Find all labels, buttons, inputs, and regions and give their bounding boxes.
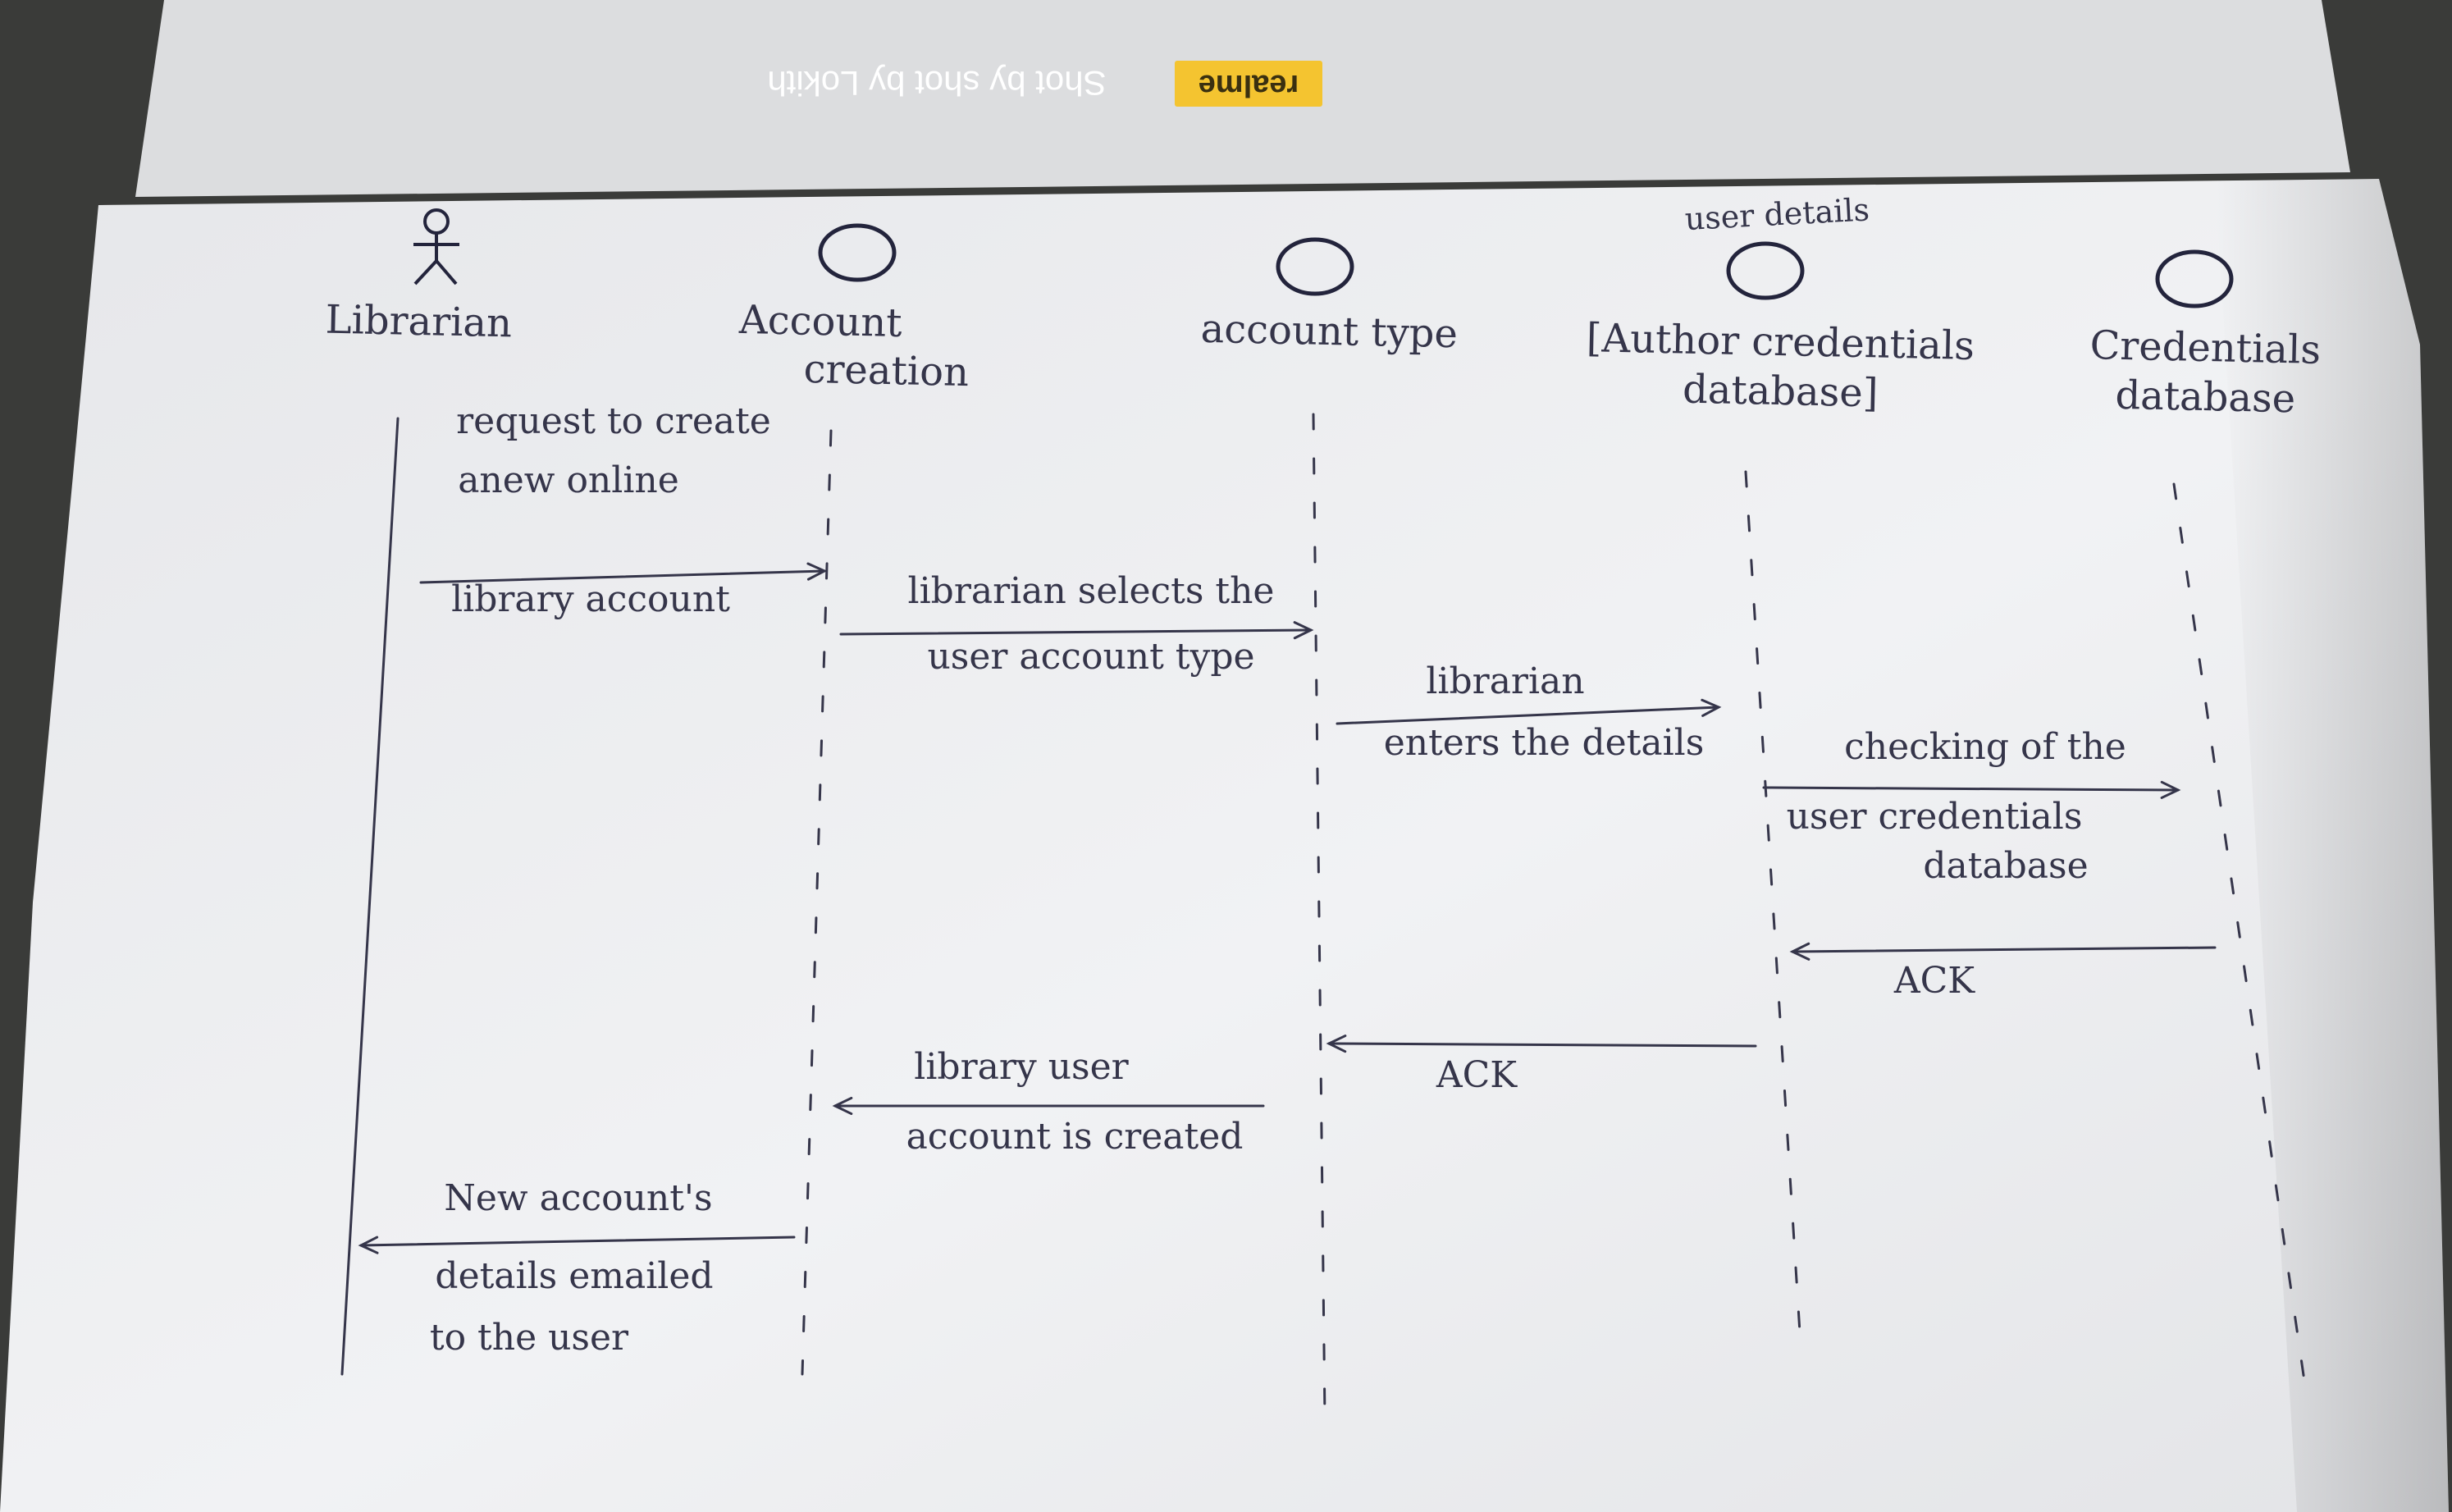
message-label: anew online [458, 459, 679, 501]
messages-layer: request to create anew online library acco… [358, 400, 2217, 1359]
message-label: details emailed [435, 1255, 713, 1297]
watermark-brand: realme [1199, 68, 1299, 103]
object-circle-icon [1276, 237, 1354, 296]
message-arrow-line [1791, 946, 2217, 953]
message-label: library account [451, 578, 730, 620]
message-arrow-line [1336, 706, 1720, 725]
lifeline-label: Account [738, 297, 903, 346]
message-label: librarian [1426, 660, 1584, 702]
message-label: checking of the [1844, 726, 2126, 768]
lifeline-label: creation [803, 346, 969, 395]
message-request-create: request to create anew online library acco… [419, 400, 828, 620]
message-arrow-line [359, 1236, 796, 1247]
lifeline-label: database [2115, 372, 2296, 423]
message-label: library user [914, 1046, 1129, 1088]
message-ack-2: ACK [1326, 1035, 1757, 1096]
message-ack-1: ACK [1789, 942, 2217, 1002]
actor-icon [413, 208, 459, 285]
watermark-caption: Shot by shot by Lokith [767, 64, 1106, 103]
message-label: librarian selects the [908, 570, 1275, 612]
object-circle-icon [818, 223, 897, 282]
lifeline-label: Credentials [2089, 322, 2321, 373]
message-label: ACK [1436, 1054, 1518, 1096]
message-label: to the user [430, 1317, 629, 1359]
message-label: account is created [906, 1116, 1244, 1158]
message-arrow-line [1762, 786, 2180, 792]
lifeline-account-type: account type [1200, 237, 1458, 1421]
message-label: user credentials [1787, 796, 2083, 838]
lifeline-librarian: Librarian [325, 208, 513, 1376]
arrowhead-icon [1293, 621, 1314, 640]
arrowhead-icon [358, 1236, 379, 1254]
arrowhead-icon [1326, 1035, 1347, 1053]
arrowhead-icon [806, 562, 828, 581]
message-label: ACK [1893, 960, 1975, 1002]
arrowhead-icon [1789, 942, 1810, 961]
message-label: user account type [927, 636, 1254, 678]
message-select-type: librarian selects the user account type [839, 570, 1314, 678]
message-label: enters the details [1384, 722, 1705, 764]
message-arrow-line [1327, 1042, 1757, 1048]
message-arrow-line [419, 569, 826, 584]
watermark: realme Shot by shot by Lokith [767, 61, 1322, 107]
message-enter-details: librarian enters the details [1336, 660, 1722, 764]
object-circle-icon [2155, 249, 2234, 308]
lifeline-line [1312, 413, 1326, 1421]
lifeline-label: database] [1683, 367, 1879, 417]
message-label: New account's [444, 1177, 712, 1219]
message-check-credentials: checking of the user credentials database [1762, 726, 2181, 887]
watermark-brand-badge [1175, 61, 1322, 107]
message-label: database [1923, 845, 2088, 887]
lifeline-label: Librarian [325, 297, 512, 347]
arrowhead-icon [2160, 780, 2181, 799]
lifeline-label: [Author credentials [1586, 315, 1975, 369]
message-account-created: library user account is created [832, 1046, 1265, 1158]
arrowhead-icon [1701, 698, 1722, 717]
message-label: request to create [456, 400, 771, 442]
message-details-emailed: New account's details emailed to the user [358, 1177, 796, 1359]
lifeline-label: account type [1200, 306, 1458, 358]
paper-sheet [0, 179, 2449, 1512]
paper-edge-shadow [2215, 179, 2449, 1512]
lifeline-line [340, 417, 400, 1376]
lifeline-line [2172, 482, 2307, 1388]
arrowhead-icon [832, 1096, 853, 1116]
message-arrow-line [839, 628, 1313, 636]
lifeline-line [1744, 470, 1802, 1347]
object-circle-icon [1726, 241, 1805, 300]
